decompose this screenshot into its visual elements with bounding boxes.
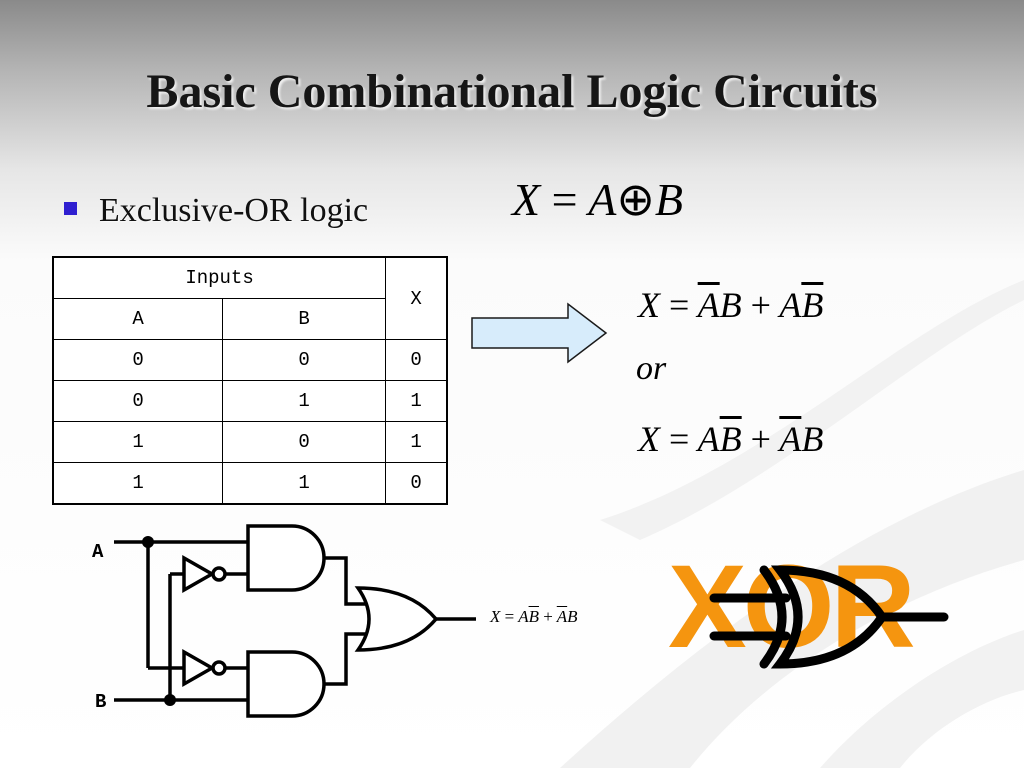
column-header-b: B (222, 298, 387, 340)
xor-gate-symbol-icon (709, 565, 949, 669)
table-cell: 1 (52, 462, 224, 505)
right-arrow-icon (471, 302, 608, 364)
table-cell: 0 (385, 339, 448, 381)
bullet-text: Exclusive-OR logic (99, 192, 369, 229)
xor-equation-form2: X = AB + AB (638, 419, 824, 459)
table-row: 1 1 0 (52, 462, 448, 505)
table-cell: 1 (222, 380, 387, 422)
xor-equation: X = A⊕B (512, 174, 683, 225)
xor-gate-circuit-diagram (114, 524, 476, 718)
table-row: 0 0 0 (52, 339, 448, 381)
input-a-label: A (92, 541, 104, 563)
table-cell: 0 (222, 421, 387, 463)
input-b-label: B (95, 691, 107, 713)
circuit-output-equation: X = AB + AB (490, 607, 578, 626)
bullet-item: Exclusive-OR logic (64, 192, 368, 230)
xor-equation-form1: X = AB + AB (638, 285, 824, 325)
table-row: 1 0 1 (52, 421, 448, 463)
table-cell: 0 (52, 380, 224, 422)
truth-table: Inputs X A B 0 0 0 0 1 1 1 0 1 1 1 0 (52, 256, 448, 505)
column-header-a: A (52, 298, 224, 340)
table-cell: 1 (222, 462, 387, 505)
table-row: 0 1 1 (52, 380, 448, 422)
inputs-header: Inputs (52, 256, 387, 299)
table-cell: 0 (385, 462, 448, 505)
table-cell: 1 (52, 421, 224, 463)
table-cell: 0 (52, 339, 224, 381)
table-cell: 0 (222, 339, 387, 381)
table-cell: 1 (385, 421, 448, 463)
bullet-square-icon (64, 202, 77, 215)
output-header: X (385, 256, 448, 340)
or-text: or (636, 350, 667, 387)
page-title: Basic Combinational Logic Circuits (146, 65, 878, 118)
table-cell: 1 (385, 380, 448, 422)
